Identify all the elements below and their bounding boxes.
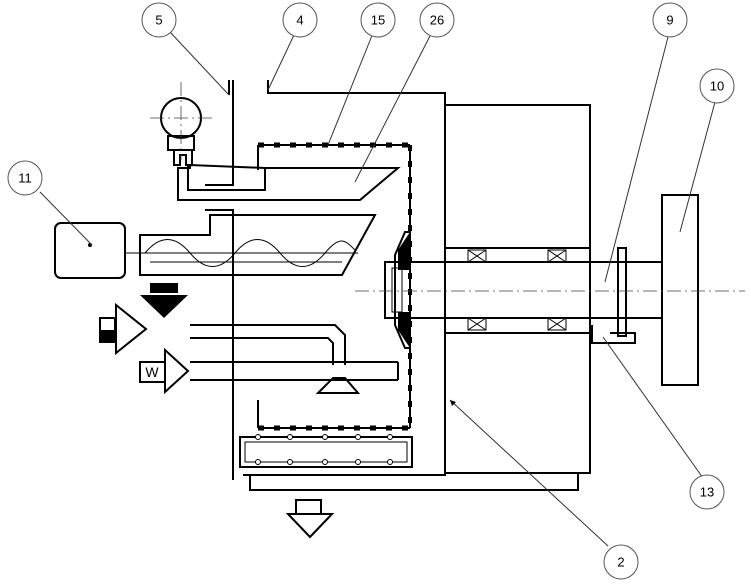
screw-feeder <box>125 214 377 276</box>
callout-15: 15 <box>360 2 396 38</box>
callout-5: 5 <box>141 2 177 38</box>
motor <box>54 222 126 279</box>
housing <box>205 80 579 491</box>
inlet-pipes <box>190 324 399 394</box>
callout-9-label: 9 <box>666 13 673 28</box>
callout-11: 11 <box>7 160 43 196</box>
discharge-channel <box>239 434 413 468</box>
liquid-inlet-arrow <box>99 302 148 356</box>
seal <box>591 325 636 344</box>
lamp-sensor <box>150 82 215 166</box>
callout-2-label: 2 <box>617 555 624 570</box>
callout-13: 13 <box>689 474 725 510</box>
callout-4-label: 4 <box>296 13 303 28</box>
callout-13-label: 13 <box>700 485 714 500</box>
callout-26: 26 <box>419 2 455 38</box>
bearing-housing <box>445 104 591 474</box>
callout-9: 9 <box>652 2 688 38</box>
outlet-arrow <box>285 499 335 539</box>
callout-11-label: 11 <box>18 171 32 186</box>
callout-4: 4 <box>282 2 318 38</box>
callout-15-label: 15 <box>371 13 385 28</box>
shaft <box>384 247 662 337</box>
callout-26-label: 26 <box>430 13 444 28</box>
feed-chute <box>177 163 401 201</box>
rotor-drum <box>257 142 412 431</box>
callout-10-label: 10 <box>710 79 724 94</box>
water-inlet-arrow: W <box>139 347 190 395</box>
solid-inlet-arrow <box>140 283 188 318</box>
pulley-disc <box>661 194 699 386</box>
water-inlet-label: W <box>145 364 159 380</box>
callout-2: 2 <box>603 544 639 580</box>
callout-5-label: 5 <box>155 13 162 28</box>
callout-10: 10 <box>699 68 735 104</box>
leader-lines <box>39 31 716 547</box>
